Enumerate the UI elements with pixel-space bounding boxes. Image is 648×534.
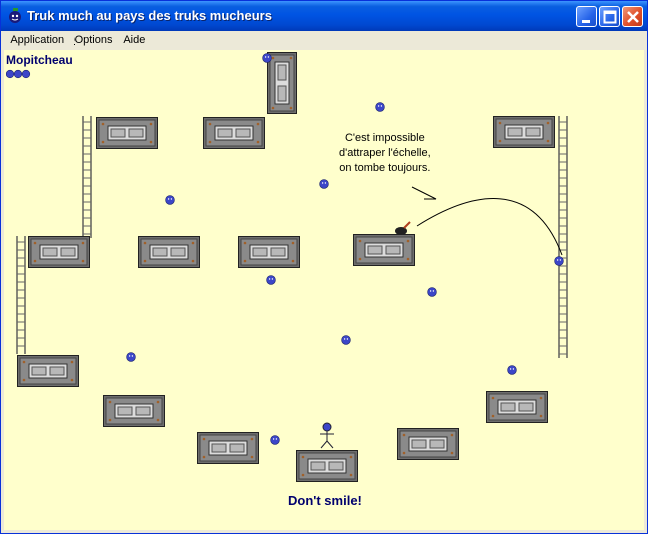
menu-options[interactable]: OOptions [74, 34, 113, 46]
coin-icon [319, 179, 329, 189]
coin-icon [165, 195, 175, 205]
metal-platform [296, 450, 358, 487]
metal-platform [203, 117, 265, 154]
maximize-icon [603, 10, 617, 24]
metal-platform [397, 428, 459, 465]
coin-icon [126, 352, 136, 362]
coin-icon [262, 53, 272, 63]
game-area[interactable]: Mopitcheau [4, 50, 644, 530]
window-title: Truk much au pays des truks mucheurs [27, 8, 272, 23]
title-bar[interactable]: Truk much au pays des truks mucheurs [1, 1, 647, 31]
coin-icon [427, 287, 437, 297]
speech-bubble-text: C'est impossible d'attraper l'échelle, o… [339, 132, 431, 174]
menu-application-label: Application [10, 34, 65, 46]
lives-indicator [6, 69, 31, 79]
menu-options-label: Options [74, 34, 113, 46]
cannon-icon [395, 221, 411, 235]
status-message: Don't smile! [288, 493, 362, 508]
metal-platform [17, 355, 79, 392]
menu-application[interactable]: AApplication [10, 34, 65, 46]
metal-platform [138, 236, 200, 273]
ladder [558, 116, 568, 358]
metal-platform [486, 391, 548, 428]
coin-icon [375, 102, 385, 112]
player-name: Mopitcheau [6, 53, 73, 67]
metal-platform [353, 234, 415, 271]
metal-platform [493, 116, 555, 153]
metal-platform [197, 432, 259, 469]
smiley-app-icon [9, 8, 21, 23]
coin-icon [554, 256, 564, 266]
metal-platform [28, 236, 90, 273]
ladder [82, 116, 92, 238]
coin-icon [266, 275, 276, 285]
trajectory-overlay [320, 186, 563, 449]
menu-aide-label: Aide [123, 34, 146, 46]
coin-icon [507, 365, 517, 375]
minimize-icon [582, 20, 590, 23]
metal-platform [103, 395, 165, 432]
ladder [16, 236, 26, 354]
menu-bar: AApplication OOptions AAide [1, 31, 647, 50]
close-button[interactable] [622, 6, 643, 27]
menu-aide[interactable]: AAide [123, 34, 146, 46]
metal-platform [238, 236, 300, 273]
maximize-button[interactable] [599, 6, 620, 27]
metal-platform [96, 117, 158, 154]
coin-icon [270, 435, 280, 445]
metal-platform-vertical [267, 52, 297, 119]
stick-figure-player [320, 422, 334, 449]
coin-icon [341, 335, 351, 345]
minimize-button[interactable] [576, 6, 597, 27]
close-icon [627, 11, 639, 23]
